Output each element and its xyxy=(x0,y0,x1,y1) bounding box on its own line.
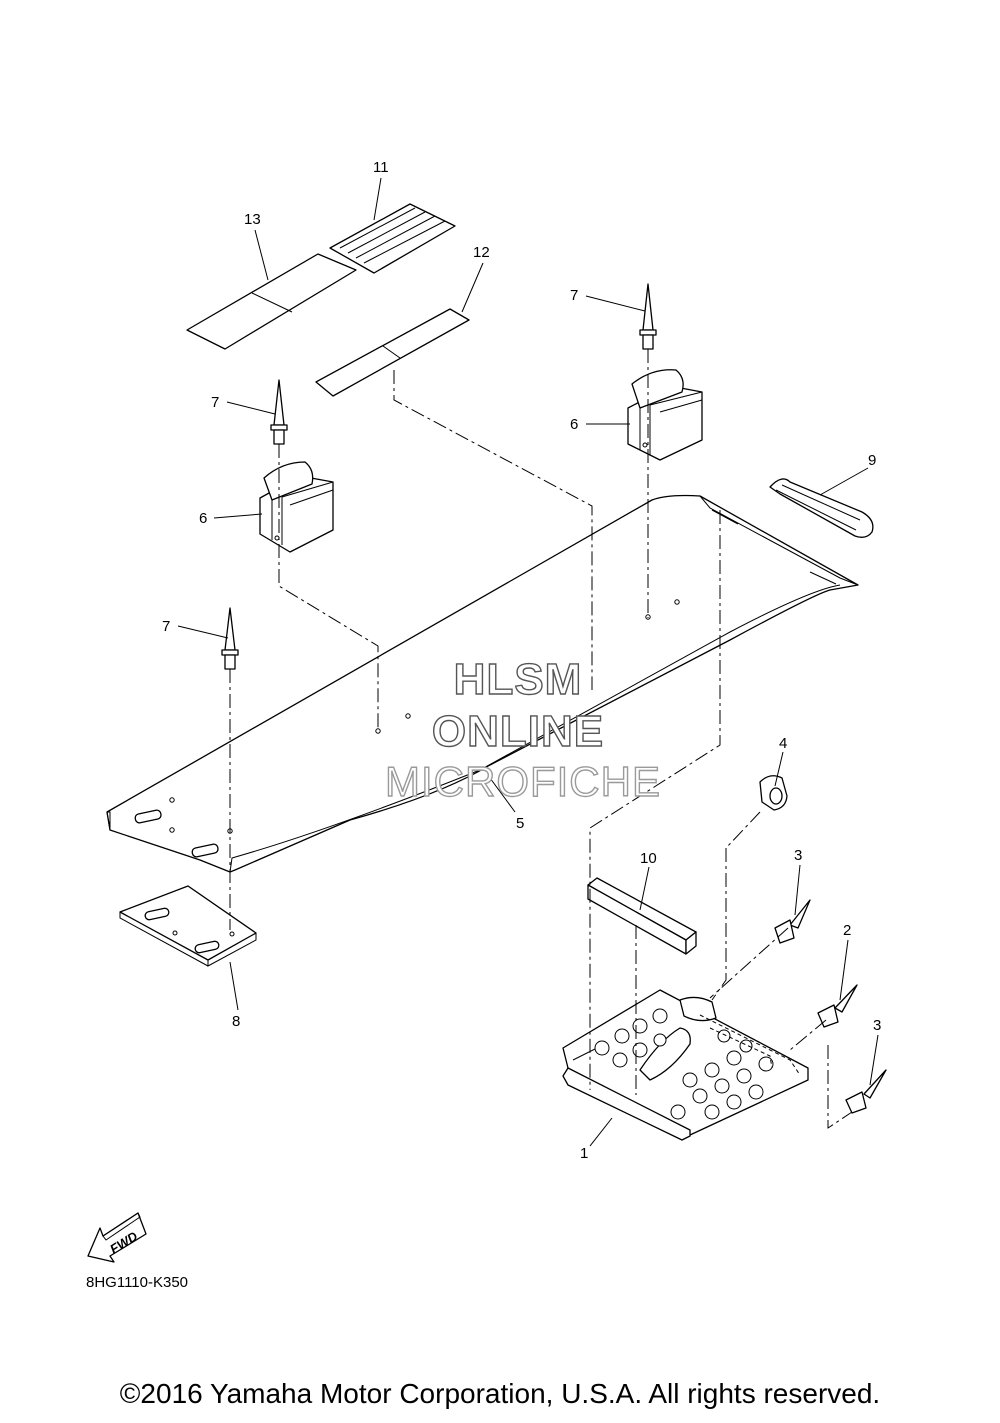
callout-3-lower: 3 xyxy=(873,1017,881,1034)
callout-labels: 11 13 12 7 7 6 9 6 7 4 5 3 10 2 8 3 1 xyxy=(162,159,881,1162)
callout-6-left: 6 xyxy=(199,510,207,527)
callout-7-right: 7 xyxy=(570,287,578,304)
rivet-3-upper xyxy=(774,899,811,944)
main-plate-5 xyxy=(106,494,859,873)
fwd-arrow-icon: FWD xyxy=(87,1212,147,1263)
rivet-2 xyxy=(817,984,858,1028)
callout-13: 13 xyxy=(244,211,261,228)
rivet-7-right xyxy=(639,283,657,350)
assembly-lines xyxy=(229,349,853,1129)
callout-7-left: 7 xyxy=(211,394,219,411)
clip-4 xyxy=(759,775,788,811)
callout-7-front: 7 xyxy=(162,618,170,635)
callout-1: 1 xyxy=(580,1145,588,1162)
plate-8 xyxy=(119,885,257,967)
callout-8: 8 xyxy=(232,1013,240,1030)
skid-plate-1 xyxy=(562,989,809,1141)
callout-12: 12 xyxy=(473,244,490,261)
decal-12 xyxy=(315,308,470,397)
callout-2: 2 xyxy=(843,922,851,939)
rivet-3-lower xyxy=(845,1069,887,1114)
watermark-line-1: HLSM xyxy=(454,655,583,704)
callout-6-right: 6 xyxy=(570,416,578,433)
callout-3-upper: 3 xyxy=(794,847,802,864)
callout-10: 10 xyxy=(640,850,657,867)
callout-4: 4 xyxy=(779,735,787,752)
bracket-6-right xyxy=(627,369,703,461)
watermark-line-2: ONLINE xyxy=(432,707,604,756)
callout-11: 11 xyxy=(373,159,389,176)
bracket-6-left xyxy=(259,461,334,553)
decal-11 xyxy=(329,203,456,274)
decal-13 xyxy=(186,253,357,350)
watermark-line-3: MICROFICHE xyxy=(385,758,661,805)
rivet-7-front xyxy=(221,607,239,670)
pad-10 xyxy=(587,877,697,955)
cable-9 xyxy=(769,478,874,538)
leader-lines xyxy=(177,177,879,1147)
rivet-7-left xyxy=(270,379,288,445)
callout-5: 5 xyxy=(516,815,524,832)
watermark: HLSM ONLINE MICROFICHE xyxy=(384,654,661,805)
callout-9: 9 xyxy=(868,452,876,469)
drawing-code: 8HG1110-K350 xyxy=(86,1274,188,1291)
copyright-notice: ©2016 Yamaha Motor Corporation, U.S.A. A… xyxy=(119,1378,881,1409)
